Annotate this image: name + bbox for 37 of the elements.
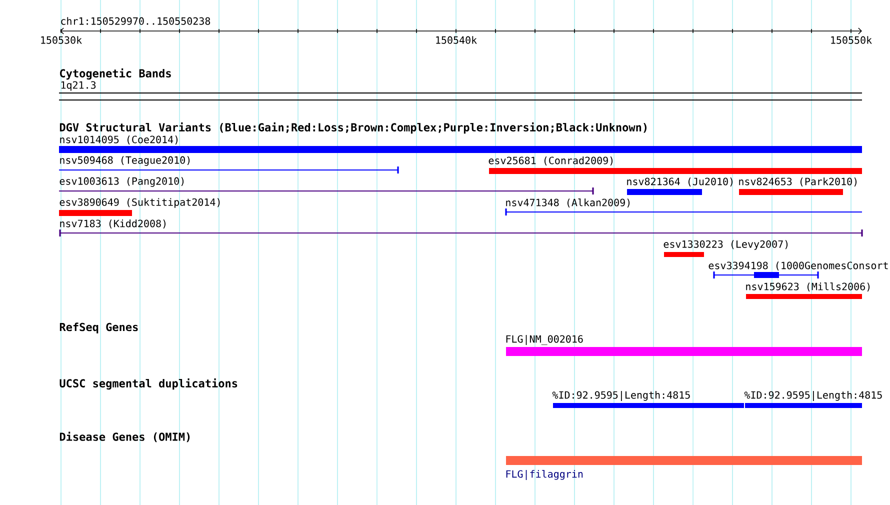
- tick-label: 150530k: [41, 36, 82, 44]
- variant-bar: esv3890649 (Suktitipat2014): [59, 198, 220, 216]
- node-label: FLG|filaggrin: [506, 470, 583, 480]
- duplication-bar: %ID:92.9595|Length:4815: [552, 390, 744, 408]
- node-label: nsv1014095 (Coe2014): [60, 136, 178, 144]
- variant-bar: nsv1014095 (Coe2014): [59, 136, 862, 153]
- variant-bar: nsv7183 (Kidd2008): [59, 220, 863, 236]
- track-title: RefSeq Genes: [60, 322, 138, 334]
- node-label: FLG|NM_002016: [506, 334, 583, 345]
- variant-bar: nsv821364 (Ju2010): [627, 178, 732, 195]
- node-label: %ID:92.9595|Length:4815: [552, 390, 690, 401]
- cytoband: 1q21.3: [58, 81, 862, 100]
- variant-bar: nsv824653 (Park2010): [739, 178, 857, 195]
- tick-label: 150540k: [436, 36, 477, 44]
- variant-bar: esv25681 (Conrad2009): [488, 156, 862, 174]
- duplication-bar: %ID:92.9595|Length:4815: [744, 390, 882, 408]
- node-label: esv3890649 (Suktitipat2014): [60, 198, 220, 208]
- variant-bar: esv1003613 (Pang2010): [58, 177, 594, 194]
- variant-bar: nsv509468 (Teague2010): [58, 156, 399, 174]
- position-label: chr1:150529970..150550238: [61, 17, 210, 25]
- track-title: Disease Genes (OMIM): [60, 432, 190, 442]
- tick-label: 150550k: [831, 36, 872, 44]
- track-title: DGV Structural Variants (Blue:Gain;Red:Loss;Brown:Complex;Purple:Inversion;Black:Unknown): [60, 122, 646, 134]
- node-label: esv25681 (Conrad2009): [488, 156, 613, 166]
- disease-gene-bar: FLG|filaggrin: [506, 456, 862, 480]
- node-label: %ID:92.9595|Length:4815: [744, 390, 882, 401]
- node-label: nsv821364 (Ju2010): [627, 178, 732, 186]
- track-title: UCSC segmental duplications: [60, 378, 238, 390]
- variant-bar: nsv471348 (Alkan2009): [505, 198, 862, 216]
- variant-bar: esv3394198 (1000GenomesConsort: [708, 262, 888, 278]
- node-label: nsv824653 (Park2010): [739, 178, 857, 186]
- variant-bar: nsv159623 (Mills2006): [746, 282, 870, 299]
- node-label: esv1330223 (Levy2007): [664, 240, 788, 250]
- node-label: esv3394198 (1000GenomesConsort: [708, 262, 888, 270]
- gene-bar: FLG|NM_002016: [506, 334, 862, 356]
- node-label: nsv159623 (Mills2006): [746, 282, 870, 292]
- variant-bar: esv1330223 (Levy2007): [664, 240, 788, 257]
